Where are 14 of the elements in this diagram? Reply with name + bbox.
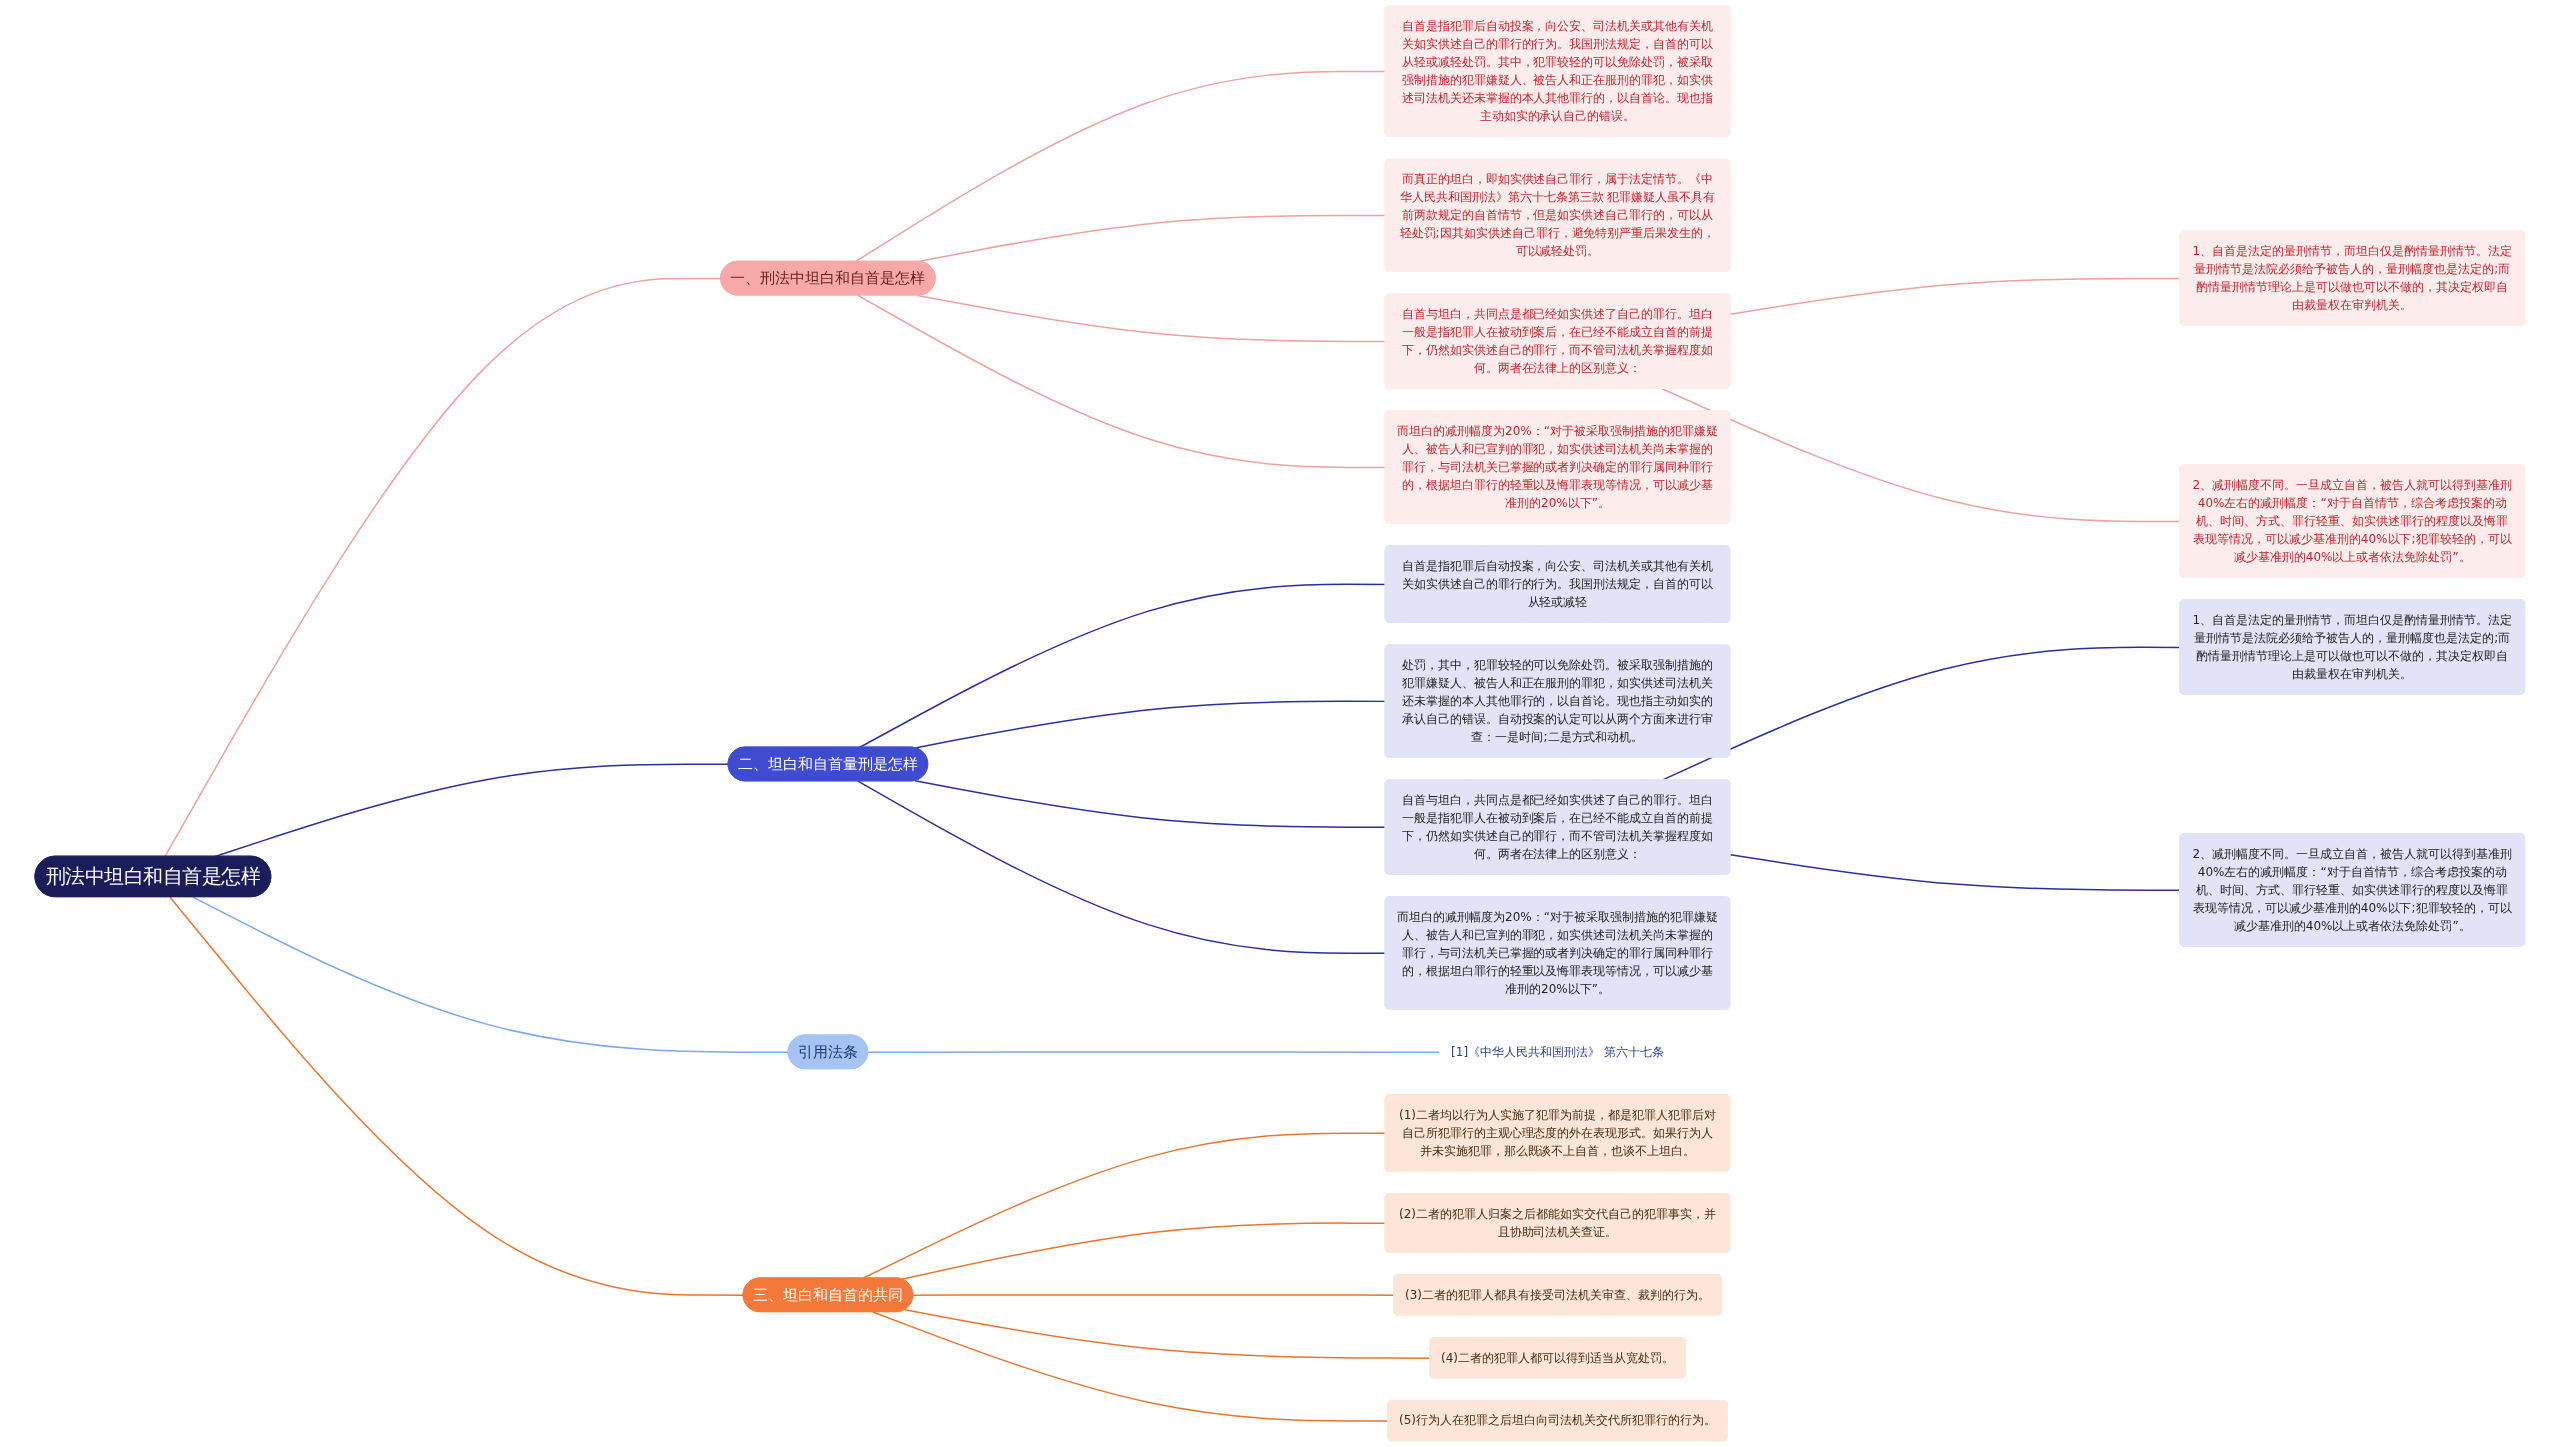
connector: [914, 780, 1387, 829]
connector: [858, 583, 1387, 749]
connector: [192, 896, 790, 1053]
connector: [214, 763, 730, 858]
connector: [914, 700, 1387, 749]
connector: [164, 277, 722, 858]
connector: [867, 1051, 1442, 1053]
connector: [901, 1222, 1387, 1280]
connector: [169, 896, 745, 1296]
connector: [916, 294, 1387, 343]
connector: [854, 70, 1387, 263]
connector: [857, 780, 1387, 955]
node-text: [1]《中华人民共和国刑法》 第六十七条: [1451, 1044, 1665, 1059]
connector: [857, 294, 1387, 469]
